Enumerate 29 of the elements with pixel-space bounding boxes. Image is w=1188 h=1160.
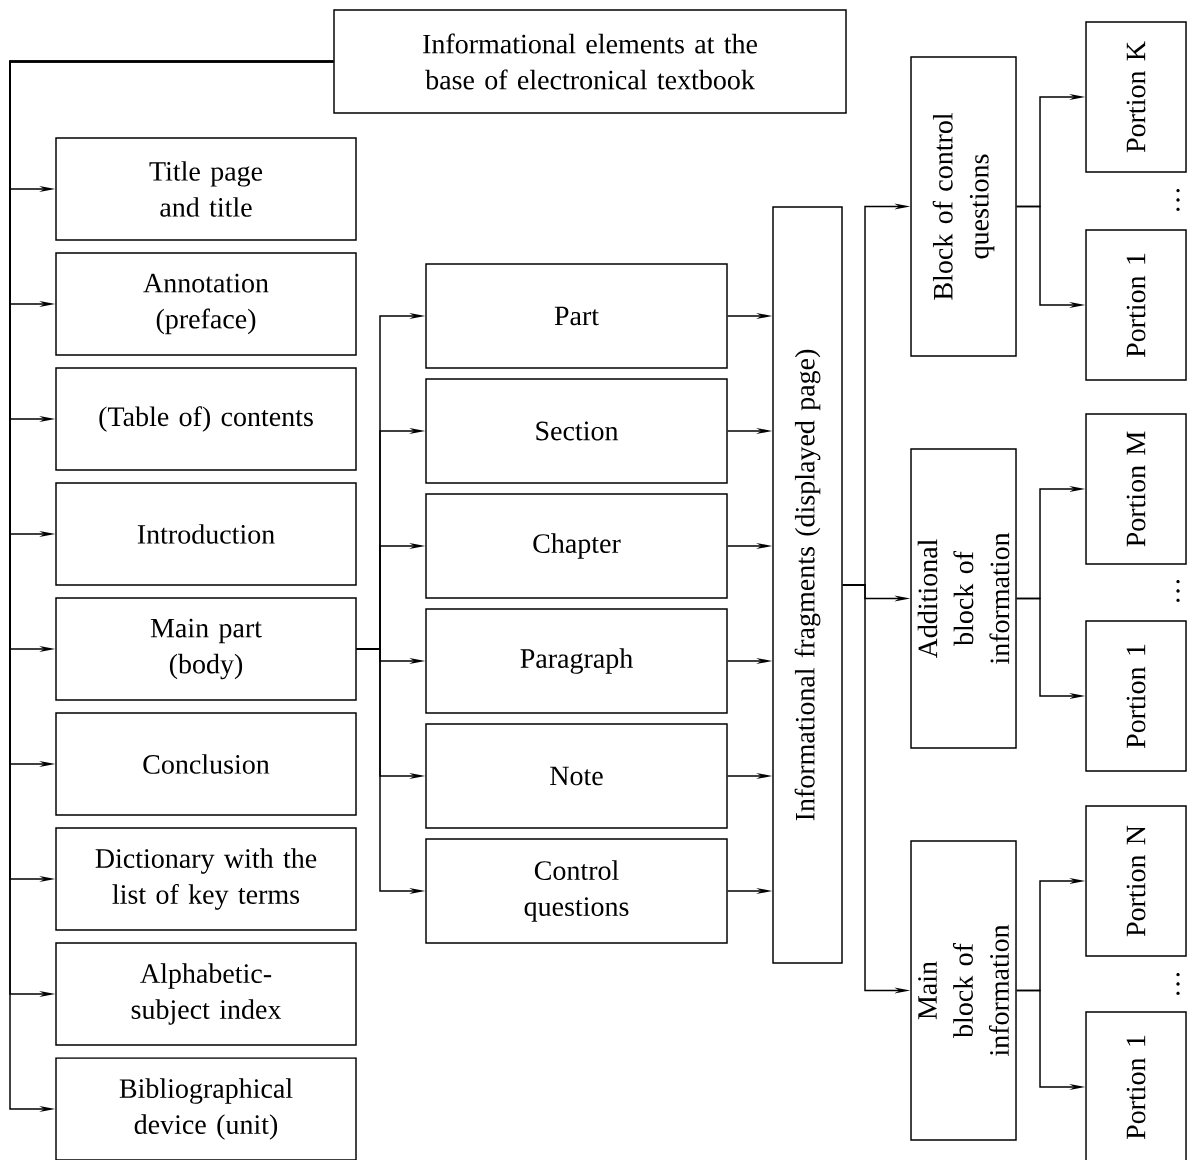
ellipsis-mark: …	[1176, 188, 1180, 212]
process-box: Annotation (preface)	[55, 252, 357, 356]
process-box: Main part (body)	[55, 597, 357, 701]
process-box: Part	[425, 263, 728, 369]
process-box: Section	[425, 378, 728, 484]
process-box: (Table of) contents	[55, 367, 357, 471]
process-box: Note	[425, 723, 728, 829]
process-box: Dictionary with the list of key terms	[55, 827, 357, 931]
process-box: Portion K	[1085, 21, 1187, 173]
process-box: Additional block of information	[910, 448, 1017, 749]
process-box: Introduction	[55, 482, 357, 586]
process-box: Portion N	[1085, 805, 1187, 957]
process-box: Conclusion	[55, 712, 357, 816]
process-box: Informational fragments (displayed page)	[772, 206, 843, 964]
process-box: Informational elements at the base of electronical textbook	[333, 9, 847, 114]
process-box: Alphabetic-subject index	[55, 942, 357, 1046]
ellipsis-mark: …	[1176, 580, 1180, 603]
process-box: Portion M	[1085, 413, 1187, 565]
process-box: Portion 1	[1085, 1011, 1187, 1160]
process-box: Block of control questions	[910, 56, 1017, 357]
ellipsis-mark: …	[1176, 973, 1180, 996]
process-box: Bibliographical device (unit)	[55, 1057, 357, 1160]
process-box: Paragraph	[425, 608, 728, 714]
process-box: Portion 1	[1085, 620, 1187, 772]
process-box: Main block of information	[910, 840, 1017, 1141]
process-box: Chapter	[425, 493, 728, 599]
process-box: Portion 1	[1085, 229, 1187, 381]
process-box: Control questions	[425, 838, 728, 944]
process-box: Title page and title	[55, 137, 357, 241]
